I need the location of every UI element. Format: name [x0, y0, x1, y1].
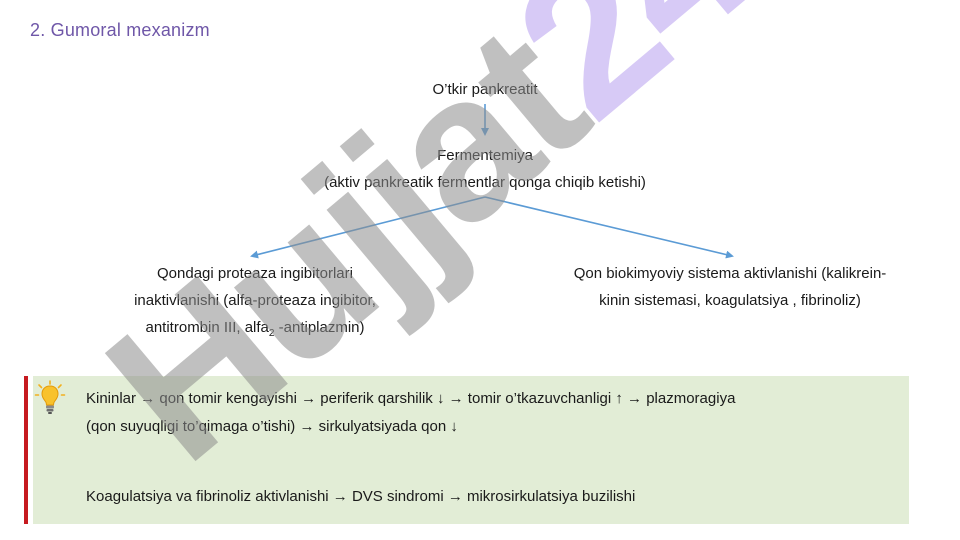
node-protease-inhibitors: Qondagi proteaza ingibitorlari inaktivla… — [90, 260, 420, 347]
note-line-dvs: Koagulatsiya va fibrinoliz aktivlanishi … — [86, 488, 636, 505]
lightbulb-icon — [34, 380, 66, 414]
node-left-line3-post: -antiplazmin) — [274, 319, 365, 336]
note-line-plasma-loss: (qon suyuqligi to’qimaga o’tishi) → sirk… — [86, 418, 458, 435]
node-top-label: O’tkir pankreatit — [432, 81, 538, 98]
note-accent-bar — [24, 376, 28, 524]
note-box — [33, 376, 909, 524]
node-left-line1: Qondagi proteaza ingibitorlari — [157, 265, 353, 282]
node-fermentemia: Fermentemiya (aktiv pankreatik fermentla… — [230, 142, 740, 196]
node-biochemical-activation: Qon biokimyoviy sistema aktivlanishi (ka… — [530, 260, 930, 314]
node-left-line3-pre: antitrombin III, alfa — [145, 319, 269, 336]
arrow-middle-to-left — [250, 196, 486, 259]
node-left-line2: inaktivlanishi (alfa-proteaza ingibitor, — [134, 292, 376, 309]
node-middle-line1: Fermentemiya — [437, 147, 533, 164]
arrow-middle-to-right — [484, 196, 734, 259]
node-left-line3: antitrombin III, alfa2 -antiplazmin) — [90, 314, 420, 347]
note-line-kinins: Kininlar → qon tomir kengayishi → perife… — [86, 390, 736, 407]
slide-title: 2. Gumoral mexanizm — [30, 20, 210, 40]
node-right-line1: Qon biokimyoviy sistema aktivlanishi (ka… — [573, 265, 887, 282]
node-acute-pancreatitis: O’tkir pankreatit — [380, 76, 590, 103]
node-right-line2: kinin sistemasi, koagulatsiya , fibrinol… — [599, 292, 861, 309]
node-middle-line2: (aktiv pankreatik fermentlar qonga chiqi… — [324, 174, 646, 191]
node-left-line3-sub: 2 — [268, 328, 275, 339]
